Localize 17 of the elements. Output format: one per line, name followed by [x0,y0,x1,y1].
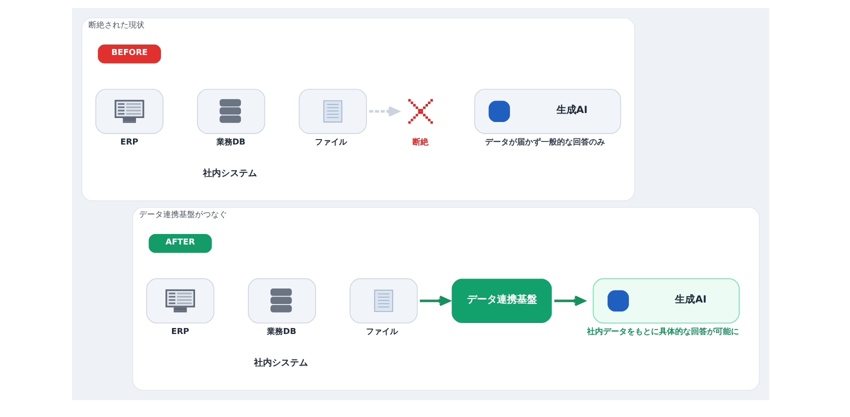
arrow [554,296,586,306]
arrow [369,106,400,117]
node-label: 社内データをもとに具体的な回答が可能に [587,326,740,336]
label: 社内システム [254,358,308,368]
node-label: ファイル [366,326,398,336]
node-label: 業務DB [216,136,246,147]
arrow [420,296,450,306]
node-label: 業務DB [267,326,296,336]
label: 社内システム [203,169,258,180]
node-box: BEFORE [98,44,161,64]
node-box: データ連携基盤 [452,278,552,323]
node-box: AFTER [148,234,212,253]
node-label: ERP [171,326,190,336]
node-label: ERP [120,136,138,147]
node-label: 断絶 [412,136,428,147]
node-label: データが届かず一般的な回答のみ [484,136,605,147]
node-label: ファイル [315,136,348,147]
